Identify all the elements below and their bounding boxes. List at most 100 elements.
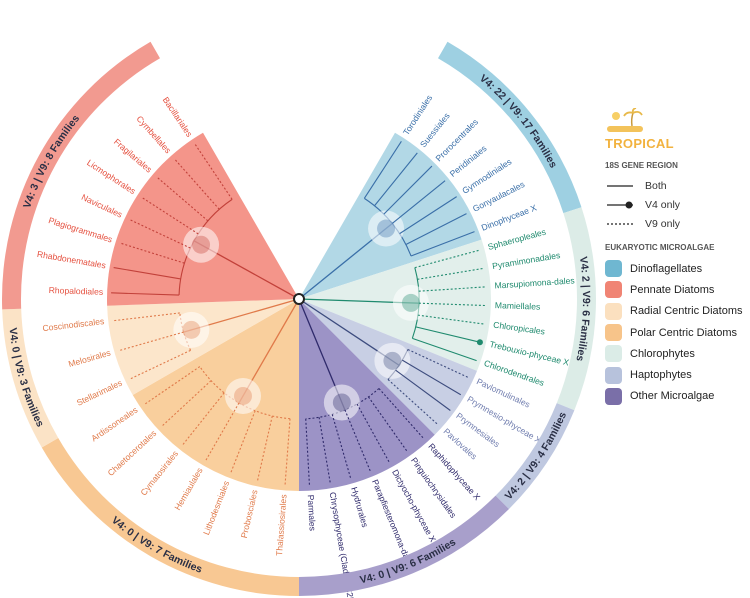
branch-polar-centric-diatoms-0 [284, 418, 291, 487]
leaf-label-polar-centric-diatoms-1: Probosciales [239, 489, 260, 539]
branch-pennate-diatoms-3 [128, 218, 191, 249]
branch-pennate-diatoms-5 [155, 176, 209, 222]
leaf-label-polar-centric-diatoms-3: Hemiaulales [172, 466, 204, 512]
leaf-label-chlorophytes-0: Sphaeropleales [487, 227, 547, 252]
band-dinoflagellates [438, 41, 582, 214]
gene-region-heading: 18S GENE REGION [605, 161, 678, 170]
organism-icon-body-pennate-diatoms [192, 235, 211, 254]
band-label-other-microalgae: V4: 0 | V9: 6 Families [359, 536, 458, 586]
branch-polar-centric-diatoms-6 [143, 366, 201, 406]
branch-chlorophytes-6 [412, 337, 477, 362]
branch-haptophytes-0 [407, 348, 470, 379]
leaf-label-pennate-diatoms-0: Rhopalodiales [49, 285, 104, 297]
class-swatch [605, 260, 622, 278]
branch-dinoflagellates-1 [374, 152, 418, 207]
branch-radial-centric-diatoms-0 [128, 349, 191, 380]
band-label-pennate-diatoms: V4: 3 | V9: 8 Families [21, 113, 82, 210]
branch-dinoflagellates-0 [363, 141, 402, 199]
class-swatch [605, 302, 622, 320]
class-row: Pennate Diatoms [605, 279, 750, 300]
leaf-label-pennate-diatoms-3: Naviculales [80, 192, 124, 220]
organism-icon-body-other-microalgae [332, 393, 351, 412]
branch-polar-centric-diatoms-2 [229, 410, 256, 475]
branch-dinoflagellates-4 [399, 196, 457, 235]
class-swatch [605, 345, 622, 363]
branch-dinoflagellates-6 [410, 231, 475, 257]
branch-polar-centric-diatoms-5 [160, 380, 212, 428]
tropical-island-icon [607, 108, 643, 132]
leaf-label-polar-centric-diatoms-6: Ardissoneales [89, 405, 139, 444]
class-label: Pennate Diatoms [630, 283, 715, 296]
class-swatch [605, 281, 622, 299]
branch-chlorophytes-3 [418, 302, 487, 307]
line-style-label: V4 only [645, 198, 681, 211]
leaf-label-polar-centric-diatoms-4: Cymatosirales [138, 449, 180, 498]
branch-dinoflagellates-5 [405, 213, 467, 246]
class-label: Chlorophytes [630, 347, 695, 360]
branch-other-microalgae-4 [331, 414, 352, 480]
legend: TROPICAL 18S GENE REGION Both V4 only V9 o… [605, 108, 750, 407]
band-haptophytes [495, 403, 575, 510]
branch-pennate-diatoms-1 [113, 267, 181, 280]
class-swatch [605, 324, 622, 342]
branch-other-microalgae-2 [356, 403, 391, 464]
class-swatch [605, 366, 622, 384]
organism-icon-body-haptophytes [383, 351, 402, 370]
branch-pennate-diatoms-0 [111, 292, 180, 296]
leaf-label-polar-centric-diatoms-2: Lithodesmiales [201, 479, 231, 536]
legend-title: TROPICAL [605, 136, 674, 151]
branch-haptophytes-1 [401, 359, 462, 396]
organism-icon-chlorophytes [392, 284, 429, 321]
leaf-label-polar-centric-diatoms-0: Thalassiosirales [274, 494, 289, 556]
leaf-label-radial-centric-diatoms-0: Stellarimales [75, 378, 124, 408]
organism-icon-pennate-diatoms [183, 226, 220, 263]
line-style-label: V9 only [645, 217, 681, 230]
line-style-label: Both [645, 179, 667, 192]
leaf-label-chlorophytes-3: Mamiellales [495, 300, 541, 312]
band-label-dinoflagellates: V4: 22 | V9: 17 Families [477, 72, 559, 170]
organism-icon-radial-centric-diatoms [173, 311, 210, 348]
organism-icon-body-dinoflagellates [377, 219, 396, 238]
leaf-label-radial-centric-diatoms-2: Coscinodiscales [42, 316, 105, 333]
class-label: Haptophytes [630, 369, 692, 382]
branch-radial-centric-diatoms-1 [118, 331, 184, 352]
branch-dinoflagellates-2 [383, 165, 433, 215]
line-style-row: V9 only [605, 214, 750, 233]
clade-arc-radial-centric-diatoms [179, 312, 192, 351]
branch-haptophytes-2 [395, 369, 451, 411]
branch-chlorophytes-2 [418, 286, 487, 292]
branch-polar-centric-diatoms-3 [204, 402, 240, 463]
leaf-label-pennate-diatoms-6: Cymbellales [135, 114, 174, 156]
branch-polar-centric-diatoms-1 [256, 415, 273, 483]
organism-icon-polar-centric-diatoms [225, 377, 261, 414]
branch-other-microalgae-3 [344, 409, 372, 473]
class-row: Radial Centric Diatoms [605, 301, 750, 322]
branch-other-microalgae-0 [378, 388, 425, 440]
organism-icon-haptophytes [374, 342, 411, 379]
branch-radial-centric-diatoms-2 [112, 312, 180, 322]
band-other-microalgae [299, 495, 510, 596]
leaf-label-pennate-diatoms-5: Fragilariales [112, 137, 154, 175]
sector-layer [107, 132, 491, 491]
branch-chlorophytes-5 [415, 326, 482, 344]
leaf-label-chlorophytes-2: Marsupiomona-dales [494, 275, 575, 290]
branch-polar-centric-diatoms-4 [181, 392, 225, 447]
branch-other-microalgae-6 [305, 418, 311, 487]
leaf-label-chlorophytes-1: Pyramimonadales [491, 250, 560, 271]
branch-chlorophytes-1 [417, 267, 485, 280]
organism-icon-dinoflagellates [368, 210, 405, 247]
line-style-row: Both [605, 176, 750, 195]
line-style-row: V4 only [605, 195, 750, 214]
class-row: Dinoflagellates [605, 258, 750, 279]
leaf-label-pennate-diatoms-4: Licmophorales [85, 157, 137, 196]
branch-other-microalgae-1 [367, 396, 409, 453]
class-heading: EUKARYOTIC MICROALGAE [605, 243, 715, 252]
leaf-label-polar-centric-diatoms-5: Chaetocerotales [106, 428, 159, 478]
leaf-label-haptophytes-1: Prymnesio-phyceae X [465, 394, 543, 446]
leaf-label-other-microalgae-6: Parmales [306, 494, 318, 531]
branch-pennate-diatoms-4 [140, 196, 199, 235]
class-swatch [605, 387, 622, 405]
sector-pennate-diatoms [107, 132, 299, 306]
branch-dinoflagellates-3 [391, 180, 446, 224]
branch-chlorophytes-4 [417, 314, 486, 325]
